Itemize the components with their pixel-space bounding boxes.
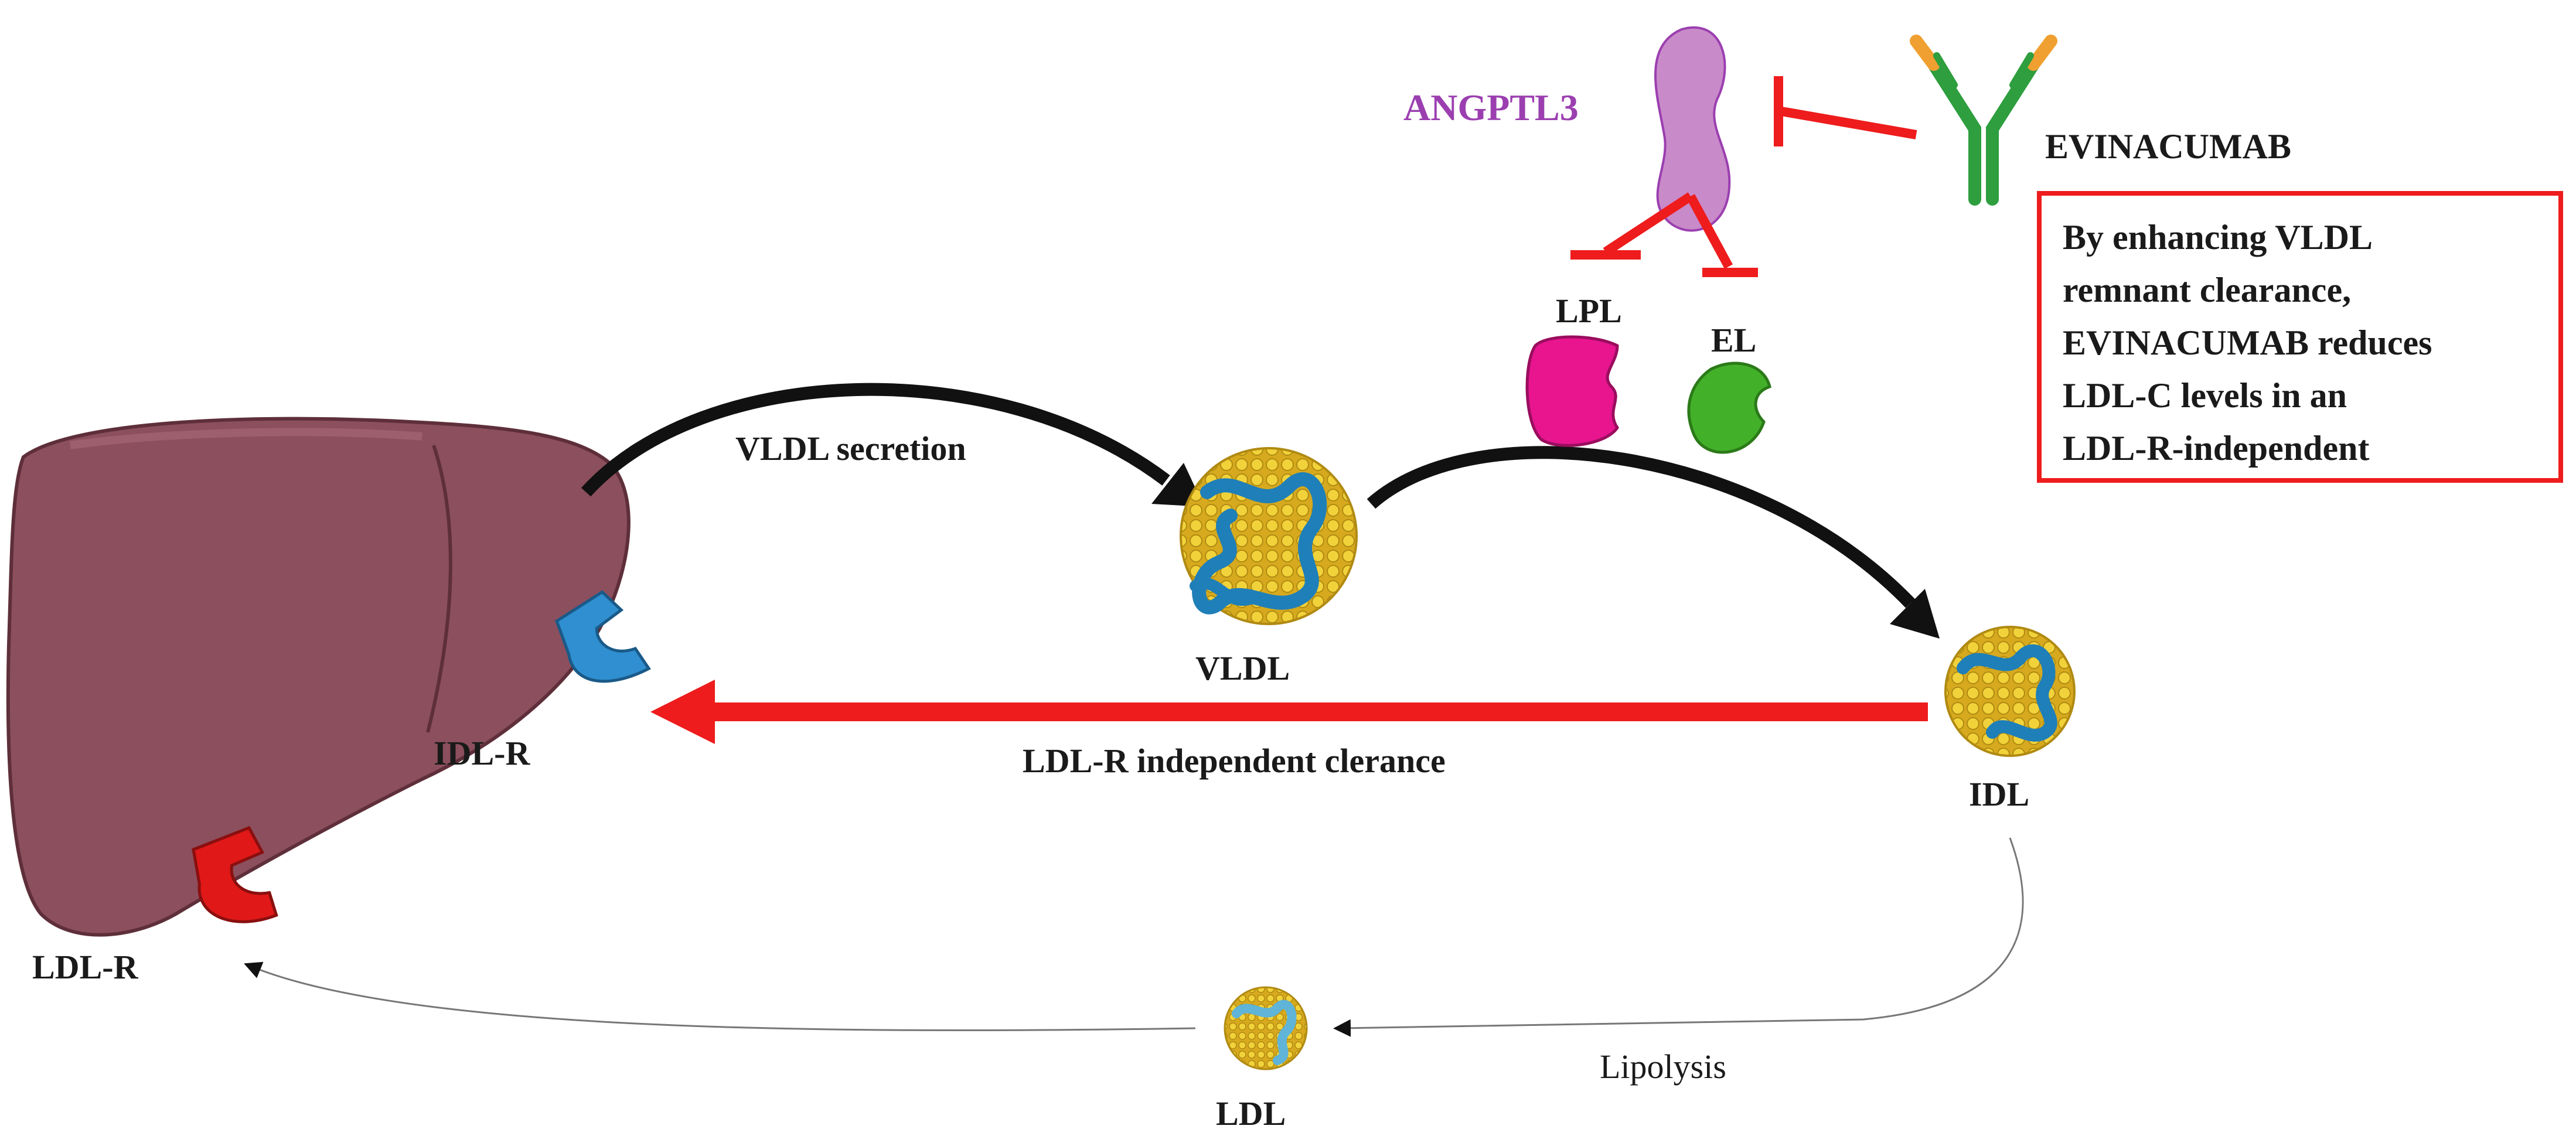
- vldl-to-idl-arrowhead: [1890, 589, 1940, 639]
- ldl-r-label: LDL-R: [32, 948, 139, 986]
- vldl-label: VLDL: [1195, 649, 1290, 687]
- vldl-to-idl-arrow: [1367, 446, 1915, 608]
- evinacumab-label: EVINACUMAB: [2045, 127, 2291, 166]
- lipolysis-arrow: [1333, 837, 2024, 1037]
- angptl3-label: ANGPTL3: [1403, 87, 1579, 128]
- ldl-r-independent-label: LDL-R independent clerance: [1023, 742, 1446, 780]
- angptl3-inhibition-lines: [1570, 192, 1758, 277]
- callout-box: By enhancing VLDL remnant clearance, EVI…: [2037, 191, 2563, 483]
- callout-line-2: remnant clearance,: [2063, 271, 2351, 309]
- callout-line-4: LDL-C levels in an: [2063, 376, 2347, 415]
- ldl-to-liver-arrow: [244, 961, 1196, 1031]
- vldl-particle-icon: [1180, 447, 1358, 625]
- idl-particle-icon: [1944, 626, 2076, 757]
- ldl-receptor-icon: [192, 826, 278, 923]
- vldl-secretion-arrow: [581, 383, 1170, 497]
- ldl-particle-icon: [1224, 986, 1308, 1070]
- ldl-label: LDL: [1216, 1094, 1286, 1133]
- idl-receptor-icon: [554, 590, 651, 683]
- callout-line-3: EVINACUMAB reduces: [2063, 323, 2432, 362]
- idl-r-label: IDL-R: [434, 734, 530, 772]
- liver-icon: [6, 417, 631, 937]
- el-enzyme-icon: [1687, 361, 1771, 454]
- lipolysis-label: Lipolysis: [1600, 1048, 1726, 1086]
- callout-line-5: LDL-R-independent: [2063, 429, 2369, 468]
- antibody-icon: [1910, 35, 2057, 206]
- callout-line-1: By enhancing VLDL: [2063, 218, 2373, 257]
- angptl3-protein-icon: [1654, 26, 1731, 232]
- ldl-r-independent-arrowhead: [650, 680, 715, 744]
- evinacumab-inhibition: [1774, 76, 1917, 146]
- lpl-label: LPL: [1556, 292, 1622, 330]
- idl-label: IDL: [1969, 775, 2029, 813]
- lpl-enzyme-icon: [1525, 335, 1620, 447]
- el-label: EL: [1711, 321, 1756, 359]
- vldl-secretion-label: VLDL secretion: [735, 429, 966, 468]
